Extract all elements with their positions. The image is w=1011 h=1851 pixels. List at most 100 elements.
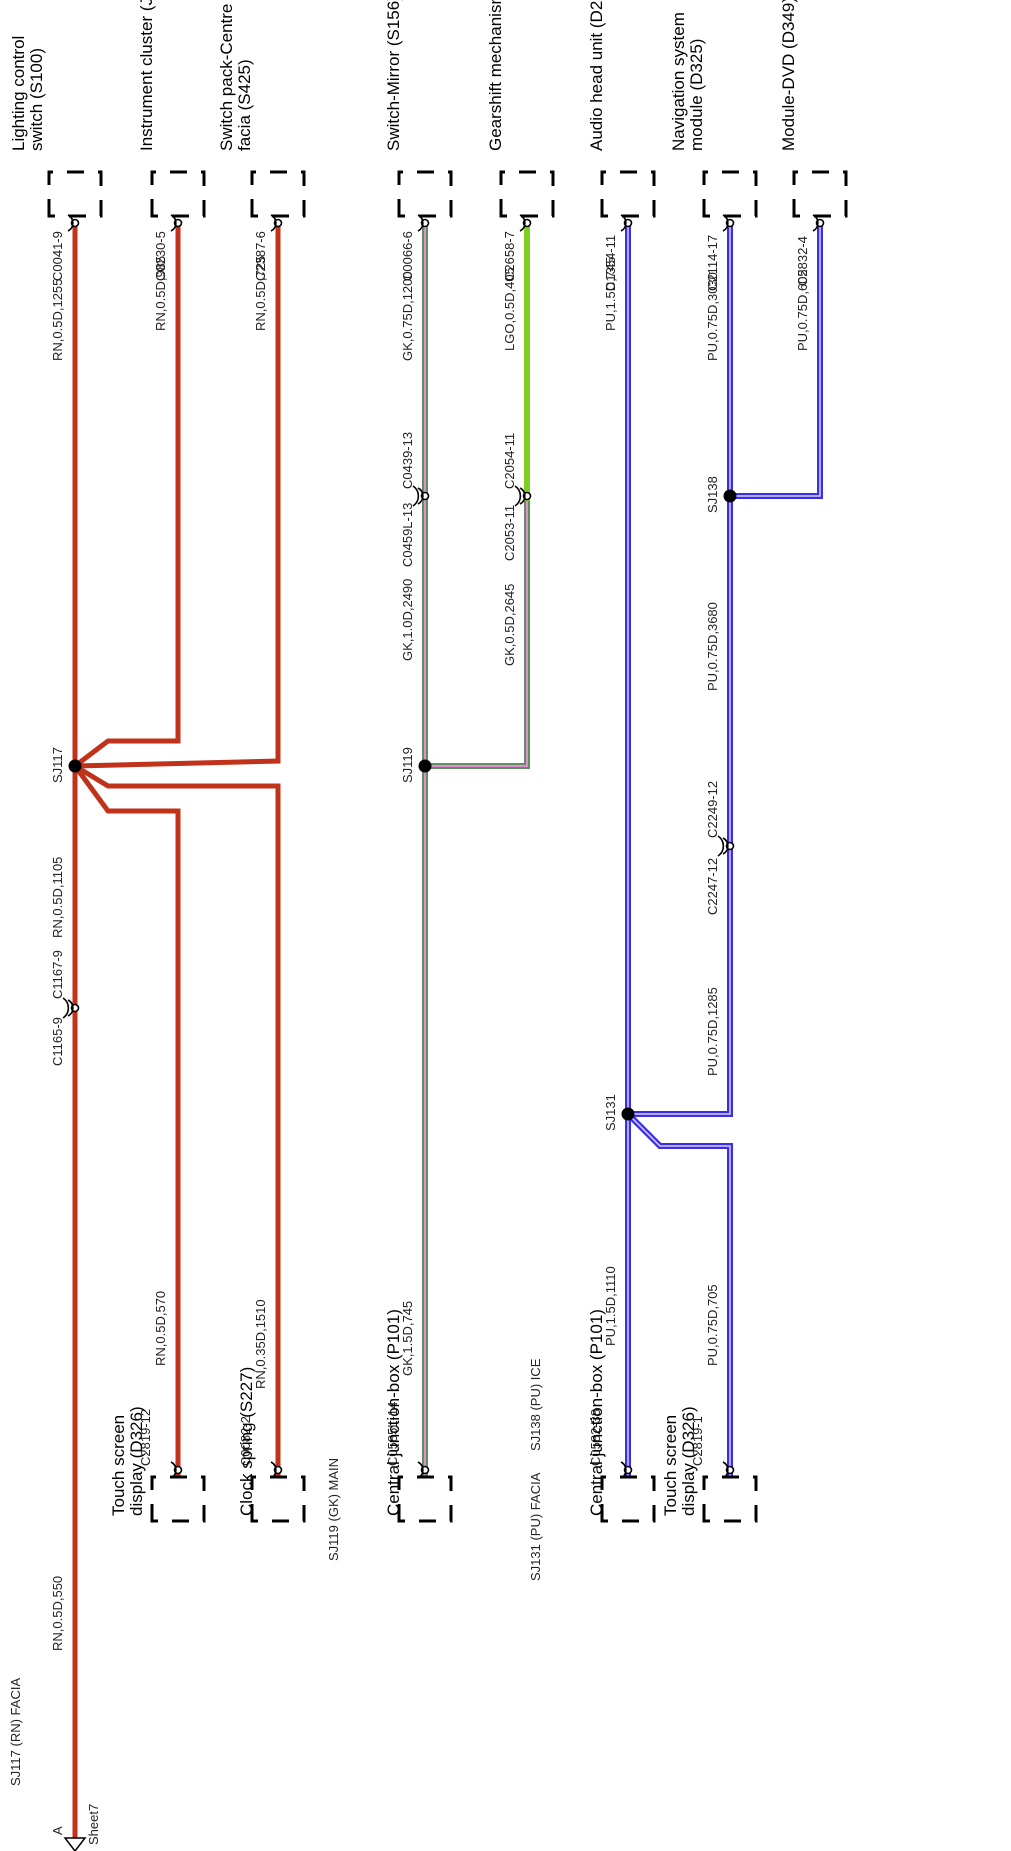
- sheet-arrow-icon: [63, 1837, 87, 1851]
- conn-label-c1167-9: C1167-9: [50, 950, 65, 999]
- legend-sj131: SJ131 (PU) FACIA: [528, 1472, 543, 1581]
- wire-label-gk-2645: GK,0.5D,2645: [502, 584, 517, 666]
- pu-wire-group: [625, 226, 823, 1476]
- conn-label-c2114-17: C2114-17: [705, 235, 720, 291]
- rn-wire-group: [72, 221, 281, 1841]
- wire-rn-switch-pack: [74, 226, 281, 769]
- box-lighting-switch: [47, 170, 103, 218]
- sheet-link-label: Sheet7: [86, 1804, 101, 1845]
- conn-label-c0041-9: C0041-9: [50, 231, 65, 281]
- gk-wire-group: [422, 226, 530, 1476]
- pin-c0082-2: [270, 1461, 283, 1479]
- wire-rn-touch-screen: [72, 764, 181, 1476]
- wire-pu-nav-stripe: [628, 226, 731, 1115]
- wire-gk-gearshift-stripe: [425, 501, 528, 767]
- wire-label-rn-1255: RN,0.5D,1255: [50, 279, 65, 361]
- conn-label-c2819-12: C2819-12: [138, 1409, 153, 1466]
- wire-label-rn-1510: RN,0.35D,1510: [253, 1299, 268, 1389]
- splice-label-sj138: SJ138: [705, 476, 720, 513]
- splice-label-sj131: SJ131: [603, 1094, 618, 1131]
- wire-label-rn-1105: RN,0.5D,1105: [50, 857, 65, 938]
- box-switch-mirror: [397, 170, 453, 218]
- wire-label-rn-570: RN,0.5D,570: [153, 1291, 168, 1366]
- sheet-arrow-letter: A: [50, 1826, 65, 1835]
- wire-pu-touch-screen-stripe: [627, 1113, 731, 1476]
- conn-label-c0459l-13: C0459L-13: [400, 503, 415, 567]
- component-nav-module: Navigation systemmodule (D325): [669, 12, 706, 151]
- wire-pu-dvd-stripe: [730, 226, 821, 497]
- conn-label-c2832-4: C2832-4: [795, 236, 810, 286]
- splice-label-sj119: SJ119: [400, 747, 415, 783]
- conn-label-c2819-1: C2819-1: [690, 1416, 705, 1466]
- legend-sj138: SJ138 (PU) ICE: [528, 1358, 543, 1451]
- box-switch-pack: [250, 170, 306, 218]
- splice-sj138: [723, 489, 737, 503]
- wire-label-rn-725: RN,0.5D,725: [253, 256, 268, 331]
- component-gearshift: Gearshift mechanism (D308): [486, 0, 505, 151]
- box-central-junction-1: [397, 1475, 453, 1523]
- inline-connector-c2053: [514, 485, 532, 507]
- component-touch-screen-1: Touch screendisplay (D326): [109, 1406, 146, 1516]
- component-module-dvd: Module-DVD (D349): [779, 0, 798, 151]
- component-central-junction-2: Central junction-box (P101): [587, 1309, 606, 1516]
- conn-label-c1165-9: C1165-9: [50, 1017, 65, 1066]
- inline-connector-c2247: [717, 835, 735, 857]
- conn-label-c2053-11: C2053-11: [502, 505, 517, 561]
- wire-label-pu-605: PU,0.75D,605: [795, 269, 810, 351]
- component-instrument-cluster: Instrument cluster (J100): [137, 0, 156, 151]
- box-central-junction-2: [600, 1475, 656, 1523]
- inline-connector-c0459l: [412, 485, 430, 507]
- component-lighting-switch: Lighting controlswitch (S100): [9, 36, 46, 151]
- wire-label-pu-3030: PU,0.75D,3030: [705, 272, 720, 361]
- wire-rn-clock-spring: [73, 763, 281, 1476]
- box-touch-screen-1: [150, 1475, 206, 1523]
- conn-label-c0439-13: C0439-13: [400, 432, 415, 489]
- conn-label-c2658-7: C2658-7: [502, 231, 517, 281]
- component-clock-spring: Clock spring (S227): [237, 1367, 256, 1516]
- conn-label-c2249-12: C2249-12: [705, 781, 720, 838]
- component-central-junction-1: Central junction-box (P101): [384, 1309, 403, 1516]
- box-module-dvd: [792, 170, 848, 218]
- wire-label-pu-1285: PU,0.75D,1285: [705, 987, 720, 1076]
- component-audio-head: Audio head unit (D282): [587, 0, 606, 151]
- conn-label-c2054-11: C2054-11: [502, 433, 517, 489]
- wire-label-gk-2490: GK,1.0D,2490: [400, 579, 415, 661]
- wire-label-gk-745: GK,1.5D,745: [400, 1301, 415, 1376]
- wire-rn-instrument-cluster: [73, 226, 181, 768]
- component-touch-screen-2: Touch screendisplay (D326): [661, 1406, 698, 1516]
- box-clock-spring: [250, 1475, 306, 1523]
- splice-sj119: [418, 759, 432, 773]
- conn-label-c0230-5: C0230-5: [153, 231, 168, 281]
- wire-label-pu-3680: PU,0.75D,3680: [705, 602, 720, 691]
- conn-label-c0066-6: C0066-6: [400, 231, 415, 281]
- legend-sj119: SJ119 (GK) MAIN: [326, 1458, 341, 1561]
- wire-label-gk-1200: GK,0.75D,1200: [400, 271, 415, 361]
- conn-label-c2247-12: C2247-12: [705, 858, 720, 915]
- splice-sj117: [68, 759, 82, 773]
- splice-label-sj117: SJ117: [50, 747, 65, 783]
- wire-label-rn-985: RN,0.5D,985: [153, 256, 168, 331]
- splice-sj131: [621, 1107, 635, 1121]
- wire-label-pu-705: PU,0.75D,705: [705, 1284, 720, 1366]
- conn-label-c1354-11: C1354-11: [603, 235, 618, 291]
- box-audio-head: [600, 170, 656, 218]
- legend-sj117: SJ117 (RN) FACIA: [8, 1678, 23, 1786]
- conn-label-c2387-6: C2387-6: [253, 231, 268, 281]
- box-gearshift: [499, 170, 555, 218]
- component-switch-pack: Switch pack-Centrefacia (S425): [217, 4, 254, 151]
- conn-label-c0582-38: C0582-38: [588, 1409, 603, 1466]
- conn-label-c0585l-14: C0585L-14: [385, 1402, 400, 1466]
- pin-symbols: [67, 214, 825, 1479]
- wire-label-lgo-405: LGO,0.5D,405: [502, 267, 517, 351]
- conn-label-c0082-2: C0082-2: [238, 1416, 253, 1466]
- wire-label-pu-1110: PU,1.5D,1110: [603, 1266, 618, 1346]
- box-nav-module: [702, 170, 758, 218]
- component-switch-mirror: Switch-Mirror (S156): [384, 0, 403, 151]
- wire-label-rn-550: RN,0.5D,550: [50, 1576, 65, 1651]
- inline-connector-c1165: [62, 997, 80, 1019]
- box-instrument-cluster: [150, 170, 206, 218]
- wire-label-pu-745: PU,1.5D,745: [603, 257, 618, 331]
